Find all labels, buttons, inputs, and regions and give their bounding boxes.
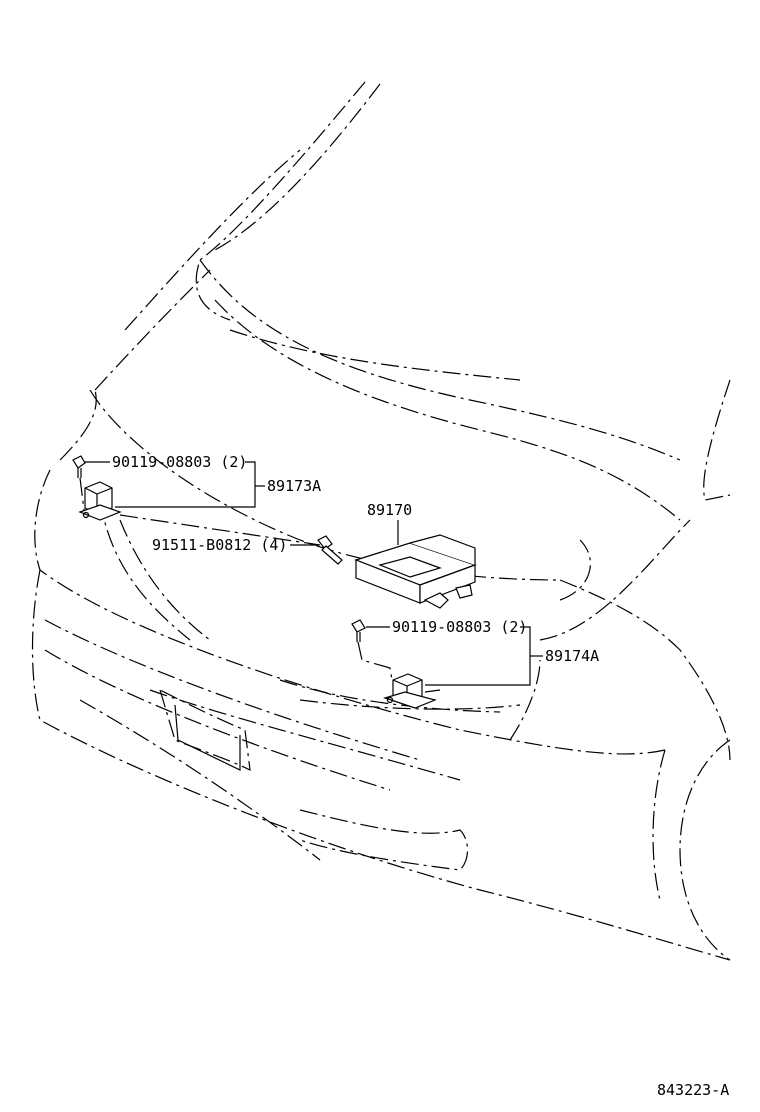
airbag-ecu-icon [354, 534, 477, 609]
vehicle-body-outline [31, 81, 731, 961]
label-bolt-lower: 90119-08803 (2) [392, 618, 527, 636]
label-ecu-bolt: 91511-B0812 (4) [152, 536, 287, 554]
sensor-front-rh-icon [383, 673, 441, 709]
sensor-front-lh-icon [78, 481, 122, 521]
bolt-lower-icon [351, 619, 366, 642]
label-sensor-front-rh: 89174A [545, 647, 599, 665]
diagram-code: 843223-A [657, 1081, 729, 1099]
bolt-upper-icon [72, 455, 86, 478]
ecu-bolt-icon [317, 535, 343, 565]
label-sensor-front-lh: 89173A [267, 477, 321, 495]
label-bolt-upper: 90119-08803 (2) [112, 453, 247, 471]
label-ecu: 89170 [367, 501, 412, 519]
